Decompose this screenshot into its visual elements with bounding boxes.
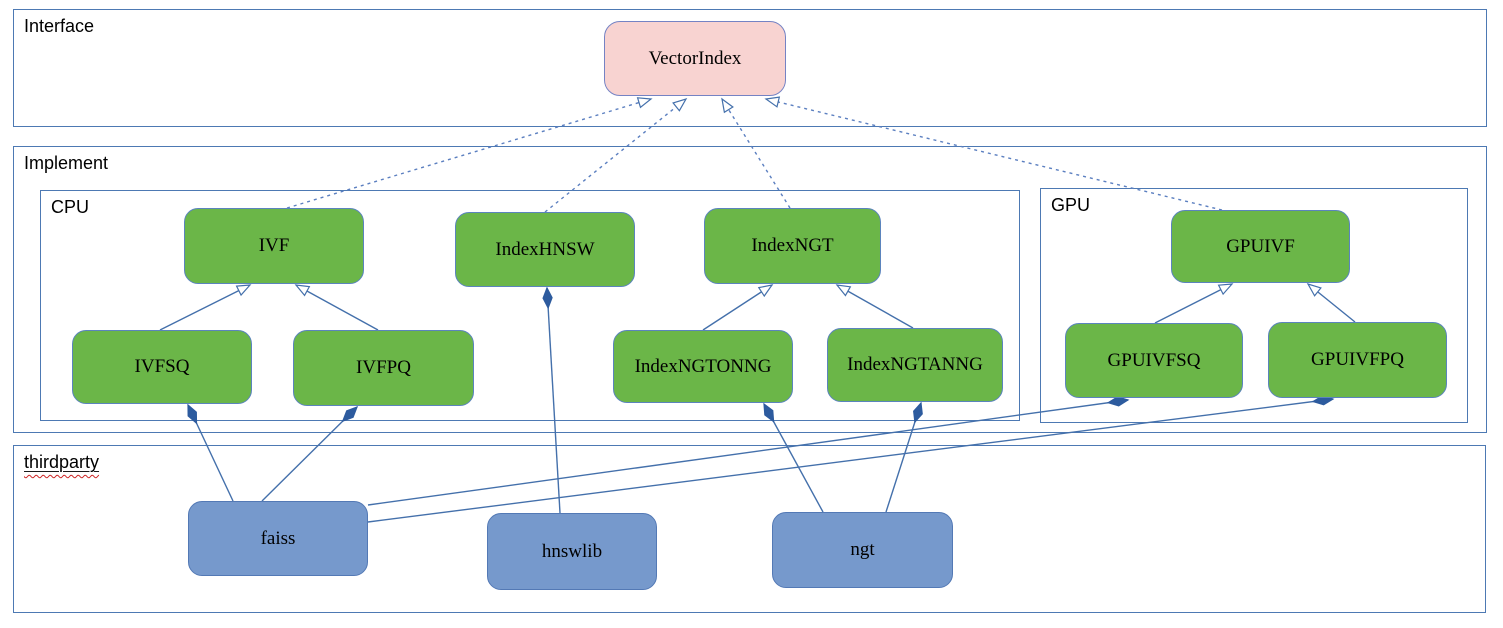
node-indexngtanng-label: IndexNGTANNG (847, 354, 983, 375)
group-cpu-label-text: CPU (51, 197, 90, 217)
node-indexngtanng[interactable]: IndexNGTANNG (827, 328, 1003, 402)
node-gpuivf-label: GPUIVF (1226, 235, 1295, 257)
group-thirdparty-label-text: thirdparty (24, 452, 100, 472)
node-ivfsq[interactable]: IVFSQ (72, 330, 252, 404)
group-interface-label-text: Interface (24, 16, 95, 36)
node-faiss[interactable]: faiss (188, 501, 368, 576)
node-ngt[interactable]: ngt (772, 512, 953, 588)
node-indexhnsw[interactable]: IndexHNSW (455, 212, 635, 287)
node-vectorindex-label: VectorIndex (648, 47, 742, 69)
node-ngt-label: ngt (850, 539, 875, 560)
group-thirdparty-label: thirdparty (24, 452, 99, 473)
node-gpuivf[interactable]: GPUIVF (1171, 210, 1350, 283)
node-ivf[interactable]: IVF (184, 208, 364, 284)
group-implement-label: Implement (24, 153, 108, 174)
node-gpuivfpq-label: GPUIVFPQ (1311, 349, 1404, 370)
node-ivfpq[interactable]: IVFPQ (293, 330, 474, 406)
group-interface-label: Interface (24, 16, 94, 37)
node-ivf-label: IVF (258, 235, 290, 256)
node-ivfsq-label: IVFSQ (134, 356, 190, 377)
node-vectorindex[interactable]: VectorIndex (604, 21, 786, 96)
node-indexngt[interactable]: IndexNGT (704, 208, 881, 284)
group-gpu-label-text: GPU (1051, 195, 1091, 215)
node-indexngtonng-label: IndexNGTONNG (634, 355, 772, 377)
node-indexngt-label: IndexNGT (751, 235, 834, 256)
node-indexhnsw-label: IndexHNSW (495, 238, 595, 260)
group-implement-label-text: Implement (24, 153, 109, 173)
node-ivfpq-label: IVFPQ (356, 357, 411, 378)
group-gpu-label: GPU (1051, 195, 1090, 216)
node-gpuivfpq[interactable]: GPUIVFPQ (1268, 322, 1447, 398)
node-gpuivfsq-label: GPUIVFSQ (1107, 349, 1201, 371)
node-gpuivfsq[interactable]: GPUIVFSQ (1065, 323, 1243, 398)
node-hnswlib[interactable]: hnswlib (487, 513, 657, 590)
node-indexngtonng[interactable]: IndexNGTONNG (613, 330, 793, 403)
node-hnswlib-label: hnswlib (541, 540, 603, 562)
node-faiss-label: faiss (260, 527, 296, 549)
group-cpu-label: CPU (51, 197, 89, 218)
